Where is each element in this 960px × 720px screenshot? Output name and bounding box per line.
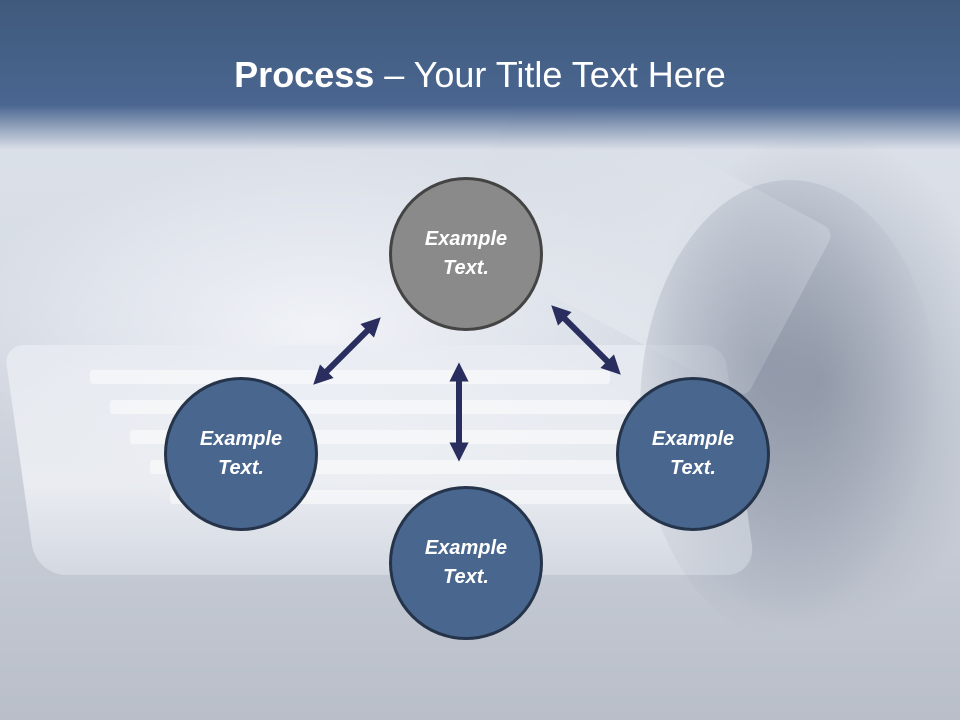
title-rest: – Your Title Text Here	[374, 54, 726, 95]
title-bold: Process	[234, 54, 375, 95]
title-bar	[0, 0, 960, 150]
arrow-top-right	[551, 305, 621, 375]
node-right: Example Text.	[616, 377, 770, 531]
node-bottom: Example Text.	[389, 486, 543, 640]
arrow-top-left	[313, 317, 381, 385]
node-top: Example Text.	[389, 177, 543, 331]
page-title: Process – Your Title Text Here	[0, 50, 960, 100]
node-left: Example Text.	[164, 377, 318, 531]
